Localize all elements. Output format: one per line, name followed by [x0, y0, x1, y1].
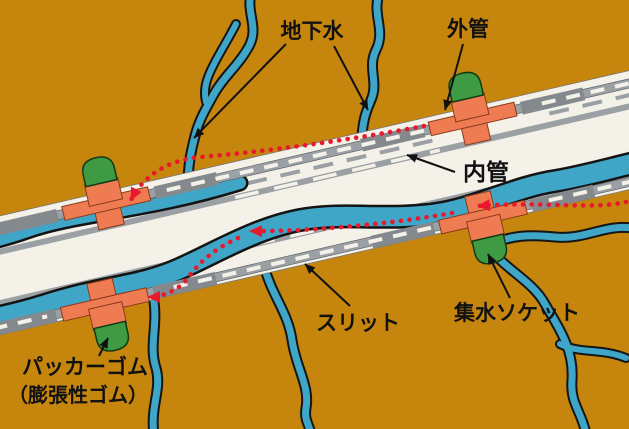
stream-bottom-right-fork: [557, 341, 629, 361]
sleeve: [153, 172, 219, 200]
collector-socket-top-right: [427, 92, 518, 146]
leader-groundwater-left: [193, 43, 287, 139]
leader-inner-pipe: [406, 154, 456, 173]
leader-collector-socket: [487, 253, 511, 299]
label-groundwater: 地下水: [281, 19, 345, 43]
water-ribbon-lower: [0, 123, 629, 359]
flow-arrows: [128, 123, 629, 303]
slit-dashes: [0, 314, 48, 359]
stream-bottom-left: [148, 288, 162, 429]
stream-top-left: [184, 0, 257, 182]
packer-domes: [81, 71, 508, 352]
inner-pipe-wall-top: [0, 73, 629, 291]
slit-dashes: [173, 224, 436, 289]
packer-dome-top-right: [448, 71, 485, 104]
leader-groundwater-right: [333, 45, 369, 111]
outer-wall-slits: [0, 53, 629, 359]
slit-dashes: [541, 53, 629, 106]
leader-slit: [304, 263, 351, 307]
stream-top-left-fork: [201, 21, 239, 105]
flow-arrow-lower-left: [145, 235, 241, 303]
label-collector-socket: 集水ソケット: [453, 301, 580, 325]
slit-dashes: [548, 146, 629, 203]
label-packer-rubber-note: （膨張性ゴム）: [8, 383, 148, 407]
label-outer-pipe: 外管: [447, 17, 489, 41]
flow-arrow-upper-channel: [128, 123, 427, 203]
label-packer-rubber: パッカーゴム: [22, 355, 148, 379]
stream-top-right: [358, 0, 384, 140]
packer-dome-top-left: [81, 156, 118, 188]
stream-bottom-right: [486, 243, 589, 429]
leader-outer-pipe: [443, 43, 464, 111]
leader-lines: [98, 43, 511, 357]
inner-wall-slit-dashes-top: [234, 148, 441, 200]
stream-right: [488, 223, 629, 248]
water-ribbon-upper: [0, 176, 247, 282]
groundwater-streams: [146, 0, 629, 429]
stream-bottom-middle: [260, 262, 314, 429]
label-inner-pipe: 内管: [463, 159, 509, 185]
sleeve: [0, 208, 60, 237]
flow-arrow-middle-channel: [247, 210, 455, 238]
collected-water: [0, 121, 629, 361]
slit-dashes: [166, 128, 426, 193]
labels: 地下水 外管 内管 スリット 集水ソケット パッカーゴム （膨張性ゴム）: [8, 17, 580, 407]
label-slit: スリット: [316, 312, 400, 335]
annulus-dashes-2: [548, 65, 629, 116]
leader-packer: [98, 337, 109, 357]
